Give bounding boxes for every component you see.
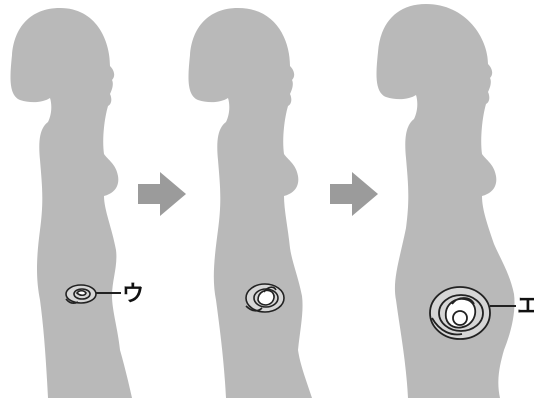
uterus-fetus-middle — [246, 284, 284, 312]
progress-arrow-icon — [330, 172, 378, 216]
woman-silhouette-early — [10, 8, 132, 398]
progress-arrow-icon — [138, 172, 186, 216]
uterus-fetus-late — [430, 287, 490, 339]
label-u: ウ — [122, 284, 144, 306]
woman-silhouette-late — [376, 4, 514, 398]
label-e: エ — [517, 296, 534, 318]
woman-silhouette-middle — [188, 8, 312, 398]
uterus-fetus-early — [66, 285, 96, 303]
